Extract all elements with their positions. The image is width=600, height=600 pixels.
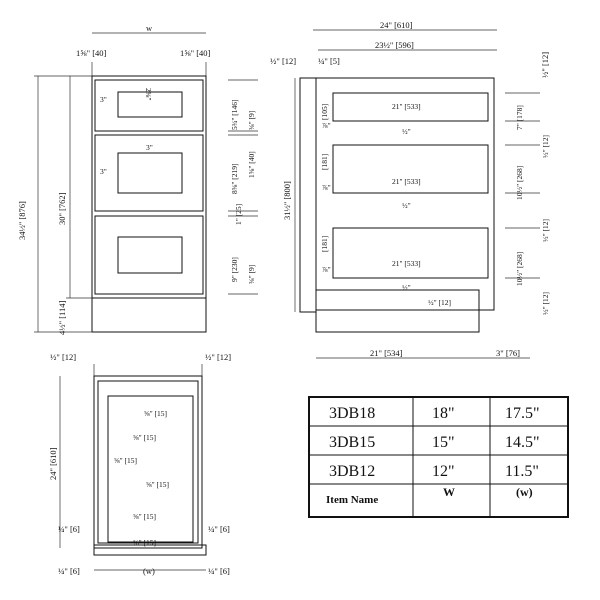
top-view-dim-b: ⅝" [15]: [133, 433, 156, 442]
front-top-right-dim: 1⅝" [40]: [180, 48, 211, 58]
side-drawer-box-2: [332, 144, 489, 194]
table-row-1-item: 3DB18: [329, 405, 375, 422]
side-box-1-height: 7" [178]: [515, 105, 524, 130]
top-view-right-top-dim: ½" [12]: [205, 352, 231, 362]
side-inner-b-dim: [181]: [320, 154, 329, 170]
side-drawer-box-1: [332, 92, 489, 122]
front-total-height-dim: 34½" [876]: [17, 201, 27, 240]
table-row-1-w-inner: 17.5": [505, 405, 540, 422]
top-view-front-frame: [93, 544, 207, 556]
top-view: ½" [12] ½" [12] 24" [610] ⅝" [15] ⅝" [15…: [48, 352, 231, 576]
front-drawer-2-top-dim: 3": [146, 143, 153, 152]
side-toe-kick-dim: ½" [12]: [428, 298, 451, 307]
side-carcass: [315, 77, 495, 311]
front-drawer-1-top-dim: 2⅝": [144, 88, 153, 100]
top-view-left-top-dim: ½" [12]: [50, 352, 76, 362]
front-drawer-3-gap-dim: ⅜" [9]: [247, 265, 256, 284]
table-footer-w: W: [443, 485, 455, 499]
front-drawer-1-gap-dim: ⅜" [9]: [247, 111, 256, 130]
side-right-gap-3: ½" [12]: [541, 292, 550, 315]
top-view-drawer: [107, 395, 194, 543]
front-drawer-2: [94, 134, 204, 212]
side-view: 24" [610] 23½" [596] ½" [12] ¼" [5] ½" […: [270, 20, 550, 359]
top-view-outline: [93, 375, 203, 549]
table-footer-item: Item Name: [326, 494, 378, 506]
side-frac-3: ½": [402, 283, 411, 292]
front-drawer-3-height-dim: 9" [230]: [230, 257, 239, 282]
side-drawer-box-3: [332, 227, 489, 279]
side-bottom-depth-dim: 21" [534]: [370, 348, 403, 358]
side-inner-c-dim: [181]: [320, 236, 329, 252]
top-view-bottom-left-dim: ¼" [6]: [58, 566, 80, 576]
top-view-right-low-dim: ¼" [6]: [208, 524, 230, 534]
top-view-bottom-right-dim: ¼" [6]: [208, 566, 230, 576]
front-drawer-1: [94, 79, 204, 132]
side-box-2-depth: 21" [533]: [392, 177, 421, 186]
front-drawer-3: [94, 215, 204, 295]
side-inner-a-dim: [105]: [320, 104, 329, 120]
front-mid-gap-dim: 1" [25]: [234, 204, 243, 225]
front-drawer-2-height-dim: 8⅝" [219]: [230, 163, 239, 194]
front-drawer-1-panel: [117, 91, 183, 118]
side-frac-1: ½": [402, 127, 411, 136]
size-table-border: [308, 396, 569, 518]
front-view: w 1⅝" [40] 1⅝" [40] 3" 2⅝" 3" 3" 34½" [8…: [17, 23, 258, 335]
front-drawer-2-gap-dim: 1⅝" [40]: [247, 151, 256, 178]
size-table: 3DB18 18" 17.5" 3DB15 15" 14.5" 3DB12 12…: [308, 396, 569, 518]
table-footer-w-inner: (w): [516, 485, 533, 499]
side-right-gap-2: ½" [12]: [541, 219, 550, 242]
side-eighth-1: ⅞": [322, 121, 331, 130]
top-view-dim-a: ⅝" [15]: [144, 409, 167, 418]
top-view-dim-f: ⅝" [15]: [133, 538, 156, 547]
front-drawer-3-panel: [117, 236, 183, 274]
side-eighth-3: ⅞": [322, 265, 331, 274]
top-view-inner-outline: [97, 380, 199, 544]
side-bottom-ext-dim: 3" [76]: [496, 348, 520, 358]
front-body-height-dim: 30" [762]: [57, 192, 67, 225]
side-eighth-2: ⅞": [322, 183, 331, 192]
front-width-label: w: [146, 23, 153, 33]
side-face-frame: [299, 77, 317, 313]
side-top-inner-dim: 23½" [596]: [375, 40, 414, 50]
top-view-bottom-center-dim: (w): [143, 566, 155, 576]
top-view-dim-e: ⅝" [15]: [133, 512, 156, 521]
table-row-2-item: 3DB15: [329, 434, 375, 451]
table-row-2-w-inner: 14.5": [505, 434, 540, 451]
front-base-height-dim: 4½" [114]: [57, 301, 67, 335]
side-frac-2: ½": [402, 201, 411, 210]
top-view-dim-c: ⅝" [15]: [114, 456, 137, 465]
front-drawer-2-panel: [117, 152, 183, 194]
side-left-a-dim: ½" [12]: [270, 56, 296, 66]
side-box-1-depth: 21" [533]: [392, 102, 421, 111]
table-row-3-w-inner: 11.5": [505, 463, 539, 480]
side-box-2-height: 10½" [268]: [515, 166, 524, 200]
table-row-3-item: 3DB12: [329, 463, 375, 480]
side-box-3-height: 10½" [268]: [515, 252, 524, 286]
side-right-top-dim: ½" [12]: [540, 52, 550, 78]
front-drawer-1-left-dim: 3": [100, 95, 107, 104]
side-toe-kick: [315, 289, 480, 333]
side-right-gap-1: ½" [12]: [541, 135, 550, 158]
front-drawer-1-height-dim: 5¾" [146]: [230, 99, 239, 130]
side-height-dim: 31½" [800]: [282, 181, 292, 220]
side-top-total-dim: 24" [610]: [380, 20, 413, 30]
front-drawer-2-left-dim: 3": [100, 167, 107, 176]
front-top-left-dim: 1⅝" [40]: [76, 48, 107, 58]
side-box-3-depth: 21" [533]: [392, 259, 421, 268]
front-cabinet-outline: [91, 75, 207, 333]
top-view-left-low-dim: ¼" [6]: [58, 524, 80, 534]
top-view-depth-dim: 24" [610]: [48, 447, 58, 480]
table-row-3-w: 12": [432, 463, 455, 480]
table-row-2-w: 15": [432, 434, 455, 451]
top-view-dim-d: ⅝" [15]: [146, 480, 169, 489]
side-left-b-dim: ¼" [5]: [318, 56, 340, 66]
table-row-1-w: 18": [432, 405, 455, 422]
